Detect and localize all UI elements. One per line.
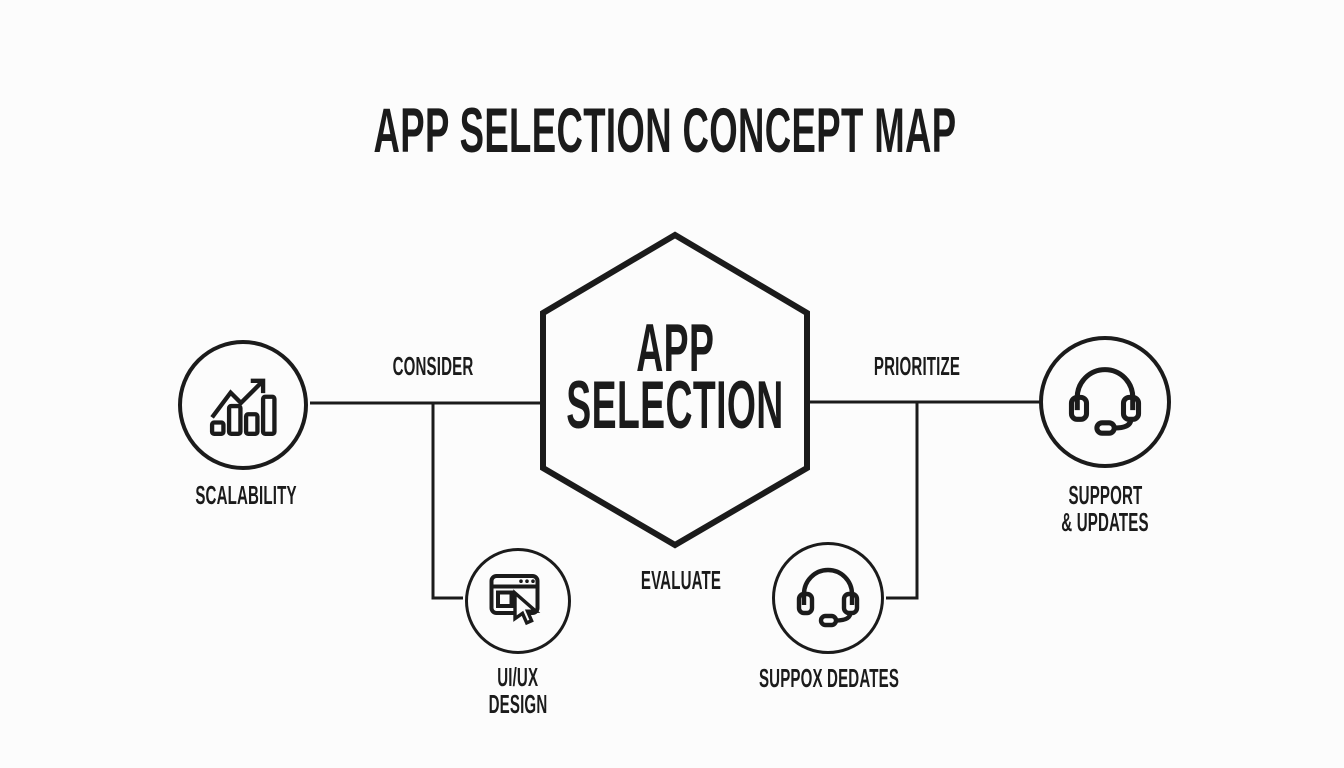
headset-icon: [796, 567, 860, 628]
page-title: APP SELECTION CONCEPT MAP: [373, 96, 957, 166]
support-dedates-connector-line: [886, 402, 919, 600]
browser-cursor-icon: [489, 574, 541, 626]
headset-icon: [1068, 367, 1142, 436]
page-title-wrap: APP SELECTION CONCEPT MAP: [162, 100, 1167, 163]
prioritize-label: PRIORITIZE: [873, 351, 961, 381]
center-node-line-2: SELECTION: [566, 367, 784, 443]
node-uiux-design: [465, 548, 571, 654]
node-support-dedates: [772, 542, 884, 654]
support-updates-label: SUPPORT & UPDATES: [1030, 482, 1181, 536]
uiux-label-line-2: DESIGN: [488, 689, 548, 719]
support-updates-line-1: SUPPORT: [1068, 480, 1142, 510]
support-dedates-label: SUPPOX DEDATES: [758, 663, 900, 693]
node-support-updates: [1039, 336, 1171, 468]
uiux-label-line-1: UI/UX: [497, 662, 539, 692]
growth-chart-icon: [209, 378, 277, 437]
center-node-label: APP SELECTION: [477, 310, 872, 443]
consider-label: CONSIDER: [392, 351, 474, 381]
scalability-label: SCALABILITY: [195, 480, 297, 510]
support-updates-line-2: & UPDATES: [1061, 507, 1149, 537]
center-node-line-1: APP: [635, 310, 715, 386]
node-scalability: [178, 340, 308, 470]
center-hexagon: [540, 231, 810, 549]
uiux-design-label: UI/UX DESIGN: [467, 664, 568, 718]
uiux-connector-line: [431, 403, 463, 600]
evaluate-label: EVALUATE: [640, 565, 722, 595]
